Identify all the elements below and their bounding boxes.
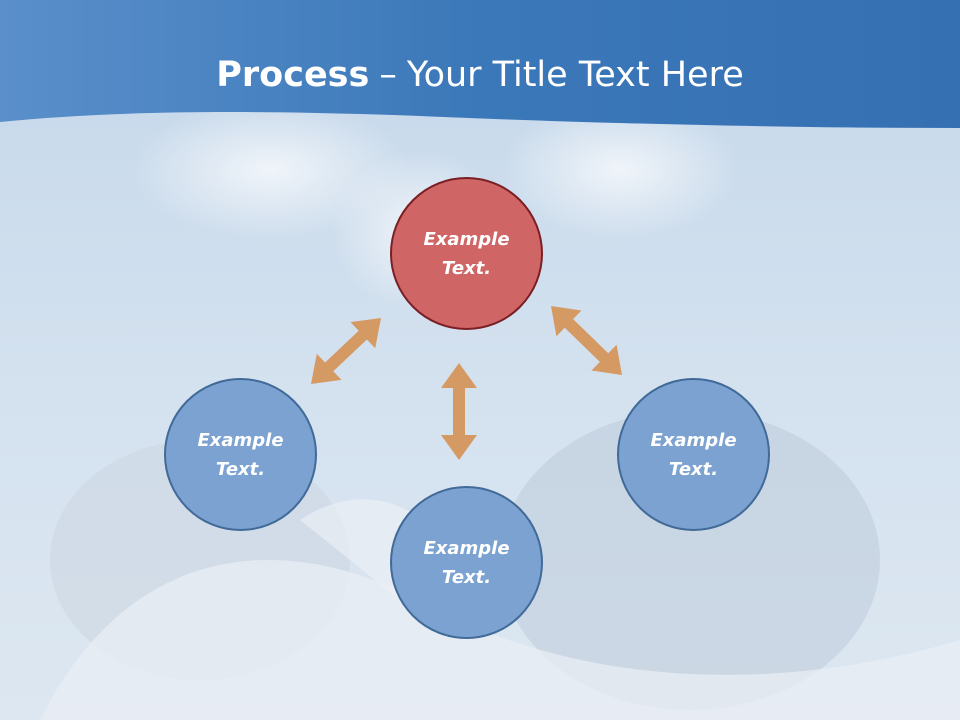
title-bold: Process	[216, 55, 370, 95]
double-arrow-top-bottom	[441, 363, 477, 460]
process-node-right: Example Text.	[617, 378, 770, 531]
node-label: Example Text.	[423, 537, 510, 588]
node-label: Example Text.	[650, 429, 737, 480]
double-arrow-top-right	[551, 306, 622, 375]
title-text: Your Title Text Here	[406, 55, 744, 95]
node-label: Example Text.	[197, 429, 284, 480]
node-label: Example Text.	[423, 228, 510, 279]
process-node-top: Example Text.	[390, 177, 543, 330]
slide-title: Process–Your Title Text Here	[0, 52, 960, 98]
double-arrow-top-left	[311, 318, 381, 384]
process-node-bottom: Example Text.	[390, 486, 543, 639]
process-node-left: Example Text.	[164, 378, 317, 531]
title-separator: –	[379, 55, 397, 95]
